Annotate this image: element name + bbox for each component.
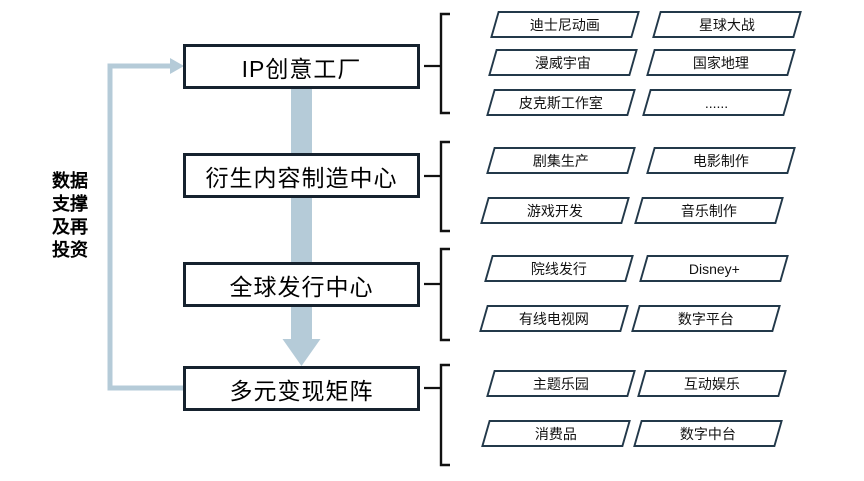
item-theatrical-distribution: 院线发行 <box>484 255 634 282</box>
item-label: 有线电视网 <box>519 310 589 327</box>
item-label: 剧集生产 <box>533 152 589 169</box>
bracket-stage-4 <box>439 363 450 467</box>
stage-label: IP创意工厂 <box>241 55 362 82</box>
item-series-production: 剧集生产 <box>486 147 636 174</box>
feedback-label: 数据 支撑 及再 投资 <box>38 170 102 262</box>
item-disney-plus: Disney+ <box>639 255 789 282</box>
item-label: 国家地理 <box>693 54 749 71</box>
stage-label: 多元变现矩阵 <box>229 377 374 404</box>
feedback-label-line: 支撑 <box>52 194 88 214</box>
item-label: 漫威宇宙 <box>535 54 591 71</box>
item-label: ...... <box>705 94 729 111</box>
feedback-label-line: 投资 <box>52 240 88 260</box>
item-star-wars: 星球大战 <box>652 11 802 38</box>
feedback-arrowhead-icon <box>170 58 184 74</box>
item-label: 数字平台 <box>678 310 734 327</box>
feedback-label-line: 及再 <box>52 217 88 237</box>
stage-label: 全球发行中心 <box>229 273 374 300</box>
item-interactive-entertainment: 互动娱乐 <box>637 370 787 397</box>
bracket-stage-2 <box>439 140 450 233</box>
item-national-geographic: 国家地理 <box>646 49 796 76</box>
item-digital-platform: 数字平台 <box>631 305 781 332</box>
item-label: 迪士尼动画 <box>530 16 600 33</box>
item-digital-middle-platform: 数字中台 <box>633 420 783 447</box>
feedback-loop-line <box>107 63 183 391</box>
feedback-label-line: 数据 <box>52 171 88 191</box>
item-disney-animation: 迪士尼动画 <box>490 11 640 38</box>
main-flow-arrow <box>282 88 321 366</box>
item-label: 音乐制作 <box>681 202 737 219</box>
item-ellipsis: ...... <box>642 89 792 116</box>
item-label: 星球大战 <box>699 16 755 33</box>
item-game-development: 游戏开发 <box>480 197 630 224</box>
stage-global-distribution-center: 全球发行中心 <box>183 262 420 307</box>
item-label: 互动娱乐 <box>684 375 740 392</box>
stage-label: 衍生内容制造中心 <box>205 164 398 191</box>
bracket-stage-1 <box>439 12 450 115</box>
stage-derivative-content-center: 衍生内容制造中心 <box>183 153 420 198</box>
item-label: 游戏开发 <box>527 202 583 219</box>
item-label: 消费品 <box>535 425 577 442</box>
item-label: 电影制作 <box>693 152 749 169</box>
item-label: Disney+ <box>688 260 740 277</box>
item-label: 皮克斯工作室 <box>519 94 603 111</box>
item-music-production: 音乐制作 <box>634 197 784 224</box>
item-label: 数字中台 <box>680 425 736 442</box>
item-theme-parks: 主题乐园 <box>486 370 636 397</box>
item-pixar-studio: 皮克斯工作室 <box>486 89 636 116</box>
item-label: 院线发行 <box>531 260 587 277</box>
item-film-production: 电影制作 <box>646 147 796 174</box>
item-label: 主题乐园 <box>533 375 589 392</box>
stage-ip-creative-factory: IP创意工厂 <box>183 44 420 89</box>
bracket-stage-3 <box>439 247 450 342</box>
item-cable-tv-network: 有线电视网 <box>479 305 629 332</box>
item-marvel-universe: 漫威宇宙 <box>488 49 638 76</box>
item-consumer-products: 消费品 <box>481 420 631 447</box>
stage-monetization-matrix: 多元变现矩阵 <box>183 366 420 411</box>
